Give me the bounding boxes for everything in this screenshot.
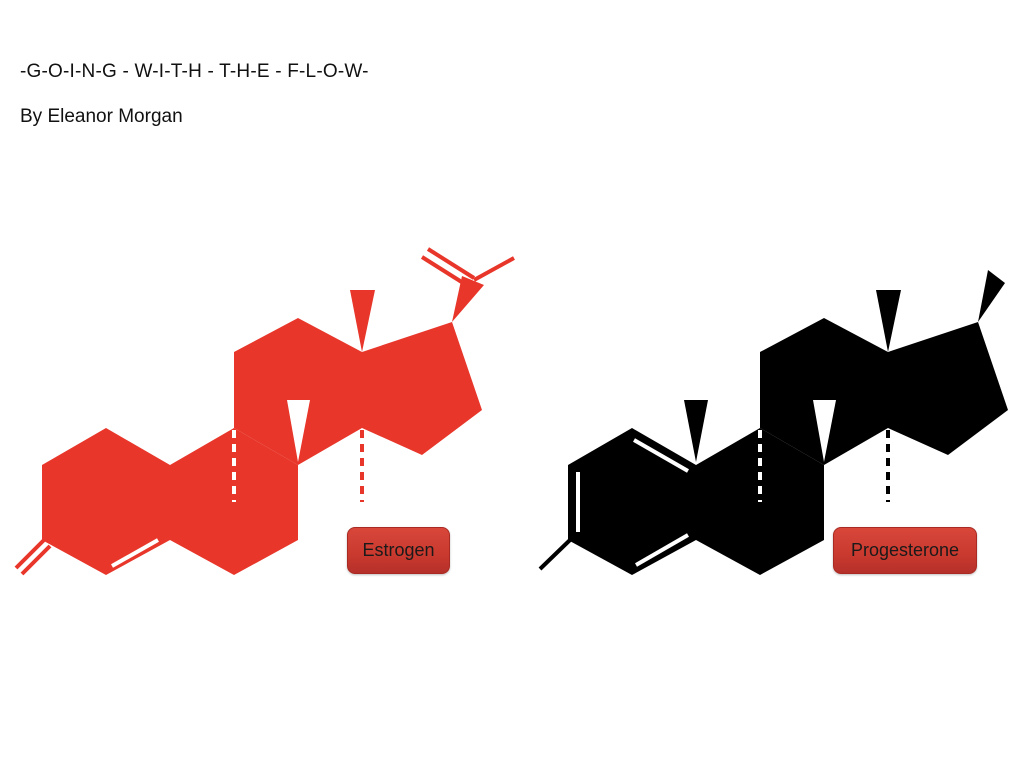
progesterone-sidechain-wedge <box>978 270 1005 322</box>
estrogen-bond-lines <box>14 247 515 576</box>
estrogen-ring-c <box>234 318 362 465</box>
progesterone-molecule <box>538 270 1008 575</box>
progesterone-white-wedge <box>813 400 836 462</box>
estrogen-sidechain-wedge <box>452 276 484 322</box>
estrogen-molecule <box>14 247 515 576</box>
progesterone-methyl-wedge-ab <box>684 400 708 462</box>
progesterone-button[interactable]: Progesterone <box>833 527 977 574</box>
estrogen-sidechain-double-1 <box>426 247 476 280</box>
progesterone-methyl-bond <box>538 538 572 571</box>
progesterone-ring-a <box>568 428 696 575</box>
estrogen-methyl-wedge <box>350 290 375 352</box>
estrogen-white-wedge <box>287 400 310 462</box>
progesterone-aromatic-bond-top <box>633 438 689 473</box>
page-title: -G-O-I-N-G - W-I-T-H - T-H-E - F-L-O-W- <box>20 61 369 82</box>
progesterone-aromatic-bond-bottom <box>635 533 689 567</box>
progesterone-methyl-wedge-top <box>876 290 901 352</box>
progesterone-ring-d <box>888 322 1008 455</box>
estrogen-ring-d <box>362 322 482 455</box>
estrogen-button[interactable]: Estrogen <box>347 527 450 574</box>
author-byline: By Eleanor Morgan <box>20 106 183 127</box>
estrogen-sidechain-double-2 <box>420 255 470 288</box>
estrogen-ring-a-double-bond <box>111 538 159 568</box>
estrogen-sidechain-methyl <box>473 256 515 282</box>
estrogen-carbonyl-bond-1 <box>14 538 46 570</box>
progesterone-ring-c <box>760 318 888 465</box>
progesterone-bond-lines <box>538 430 890 571</box>
estrogen-ring-a <box>42 428 170 575</box>
estrogen-carbonyl-bond-2 <box>20 544 52 576</box>
